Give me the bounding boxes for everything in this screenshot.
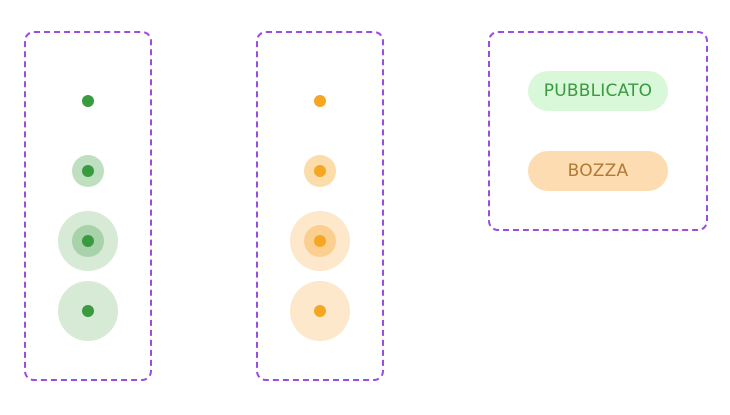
green-dot-icon bbox=[82, 95, 94, 107]
green-dot-default[interactable] bbox=[26, 71, 150, 131]
draft-status-badge: BOZZA bbox=[528, 151, 668, 191]
green-dot-pressed[interactable] bbox=[26, 281, 150, 341]
green-dot-icon bbox=[82, 235, 94, 247]
orange-dot-focus[interactable] bbox=[258, 211, 382, 271]
green-status-dot-variants bbox=[24, 31, 152, 381]
green-dot-focus[interactable] bbox=[26, 211, 150, 271]
published-status-badge: PUBBLICATO bbox=[528, 71, 668, 111]
green-dot-hover[interactable] bbox=[26, 141, 150, 201]
orange-dot-icon bbox=[314, 95, 326, 107]
orange-status-dot-variants bbox=[256, 31, 384, 381]
orange-dot-icon bbox=[314, 165, 326, 177]
green-dot-icon bbox=[82, 305, 94, 317]
orange-dot-icon bbox=[314, 305, 326, 317]
orange-dot-icon bbox=[314, 235, 326, 247]
orange-dot-hover[interactable] bbox=[258, 141, 382, 201]
status-badge-variants: PUBBLICATO BOZZA bbox=[488, 31, 708, 231]
orange-dot-pressed[interactable] bbox=[258, 281, 382, 341]
green-dot-icon bbox=[82, 165, 94, 177]
orange-dot-default[interactable] bbox=[258, 71, 382, 131]
